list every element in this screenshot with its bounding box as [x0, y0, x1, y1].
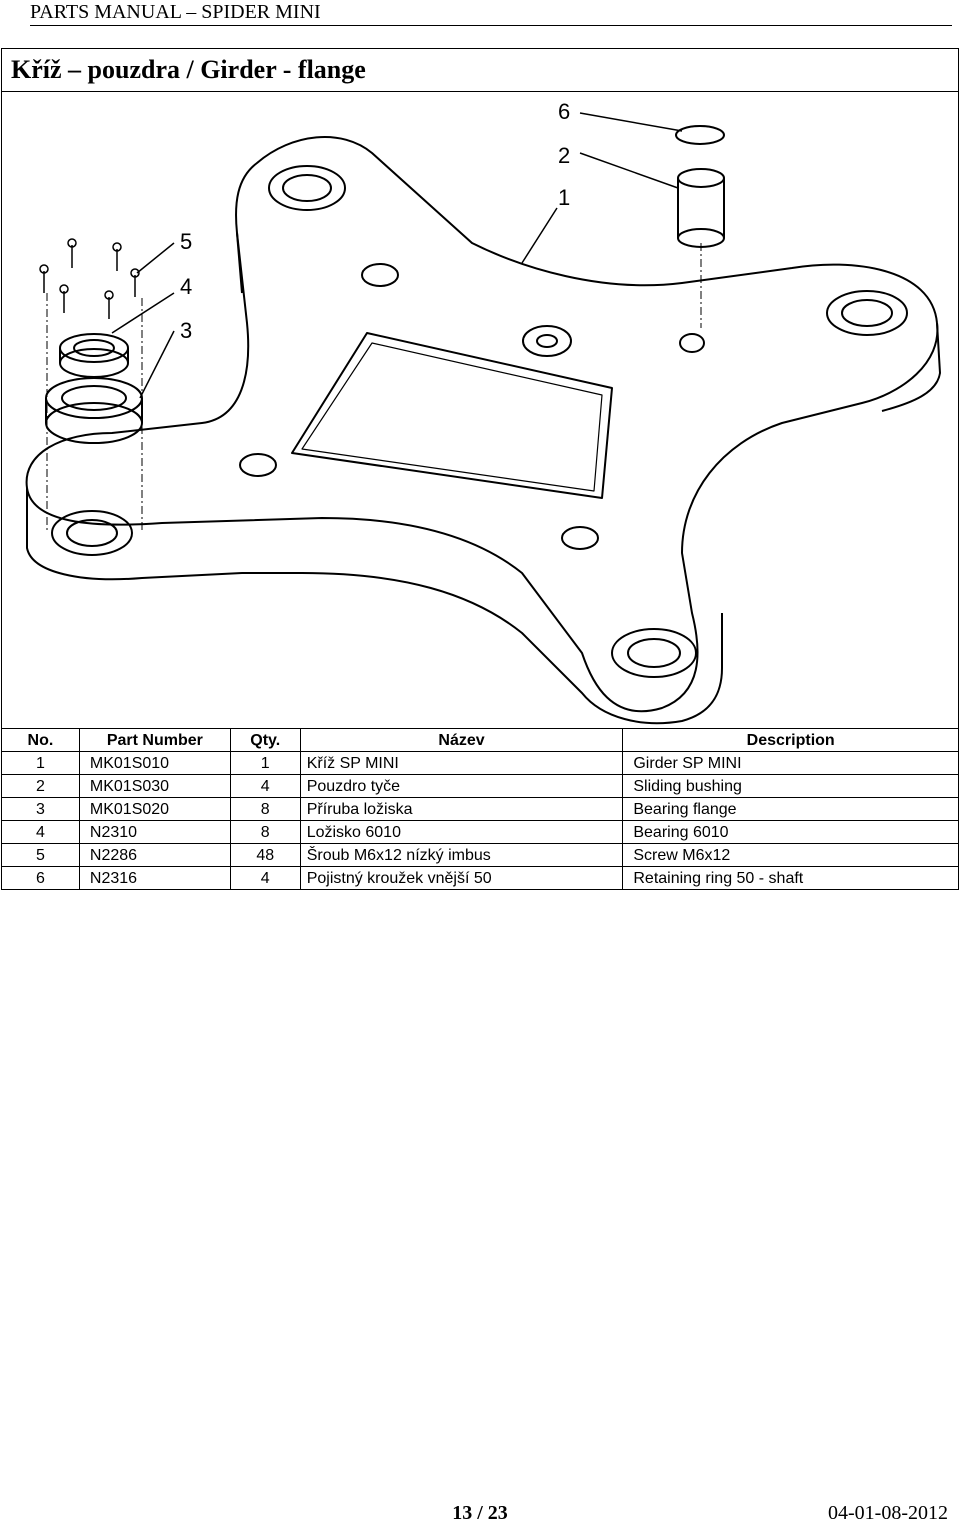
- content-frame: [1, 48, 959, 890]
- col-no: No.: [1, 728, 80, 752]
- callout-5: 5: [180, 229, 192, 254]
- callout-2: 2: [558, 143, 570, 168]
- callout-1: 1: [558, 185, 570, 210]
- hub-left: [51, 510, 133, 556]
- girder-side: [26, 488, 723, 725]
- table-header-row: No. Part Number Qty. Název Description: [1, 728, 959, 752]
- table-row: 1 MK01S010 1 Kříž SP MINI Girder SP MINI: [1, 751, 959, 775]
- central-opening: [291, 332, 613, 499]
- retaining-ring: [675, 125, 725, 145]
- exploded-assembly-drawing: 6 2 1 5 4 3: [25, 99, 941, 725]
- table-row: 3 MK01S020 8 Příruba ložiska Bearing fla…: [1, 797, 959, 821]
- hub-right: [826, 290, 908, 336]
- col-part-number: Part Number: [78, 728, 231, 752]
- document-code: 04-01-08-2012: [828, 1502, 948, 1524]
- hub-bottom-right: [611, 628, 697, 678]
- col-nazev: Název: [299, 728, 624, 752]
- callout-6: 6: [558, 99, 570, 124]
- hub-top-left: [268, 165, 346, 211]
- col-qty: Qty.: [229, 728, 301, 752]
- girder-outline: [25, 136, 939, 713]
- table-row: 6 N2316 4 Pojistný kroužek vnější 50 Ret…: [1, 866, 959, 890]
- manual-title: PARTS MANUAL – SPIDER MINI: [30, 1, 321, 23]
- header-divider: [30, 25, 952, 26]
- table-row: 5 N2286 48 Šroub M6x12 nízký imbus Screw…: [1, 843, 959, 867]
- table-row: 2 MK01S030 4 Pouzdro tyče Sliding bushin…: [1, 774, 959, 798]
- page-number: 13 / 23: [452, 1502, 508, 1524]
- section-title: Kříž – pouzdra / Girder - flange: [1, 48, 959, 92]
- screws: [39, 238, 140, 319]
- callout-4: 4: [180, 274, 192, 299]
- table-row: 4 N2310 8 Ložisko 6010 Bearing 6010: [1, 820, 959, 844]
- col-description: Description: [622, 728, 959, 752]
- callout-3: 3: [180, 318, 192, 343]
- bearing-flange: [45, 377, 143, 419]
- parts-table: No. Part Number Qty. Název Description 1…: [1, 728, 959, 890]
